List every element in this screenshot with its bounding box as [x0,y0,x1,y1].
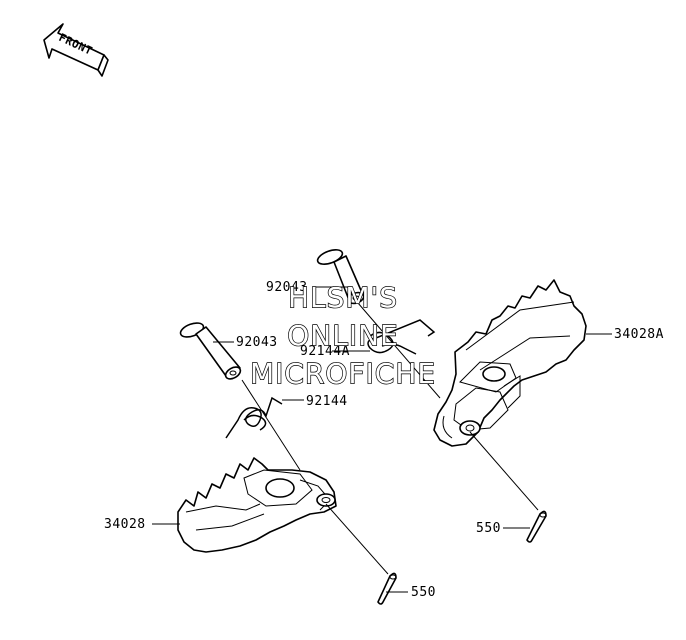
cotter-left[interactable] [377,572,397,605]
spring-left[interactable] [225,396,283,439]
label-spring-right: 92144A [300,344,350,359]
footpeg-left[interactable] [177,457,337,553]
label-spring-left: 92144 [306,394,348,409]
label-leaders [152,286,612,593]
spring-right[interactable] [367,319,436,355]
label-pin-left: 92043 [236,335,278,350]
label-footpeg-left: 34028 [104,517,146,532]
assembly-lines [241,302,539,575]
part-labels: 92043 92043 92144A 92144 34028A 34028 55… [104,280,664,600]
watermark-line3: MICROFICHE [250,357,436,390]
label-cotter-left: 550 [411,585,436,600]
label-cotter-right: 550 [476,521,501,536]
footpeg-right[interactable] [433,279,587,447]
watermark-line1: HLSM'S [288,281,398,314]
front-arrow-icon: FRONT [43,23,109,77]
watermark-line2: ONLINE [287,319,398,352]
cotter-right[interactable] [526,510,547,543]
pin-left[interactable] [179,320,243,381]
label-pin-upper: 92043 [266,280,308,295]
label-footpeg-right: 34028A [614,327,664,342]
watermark: HLSM'S ONLINE MICROFICHE [249,280,436,390]
